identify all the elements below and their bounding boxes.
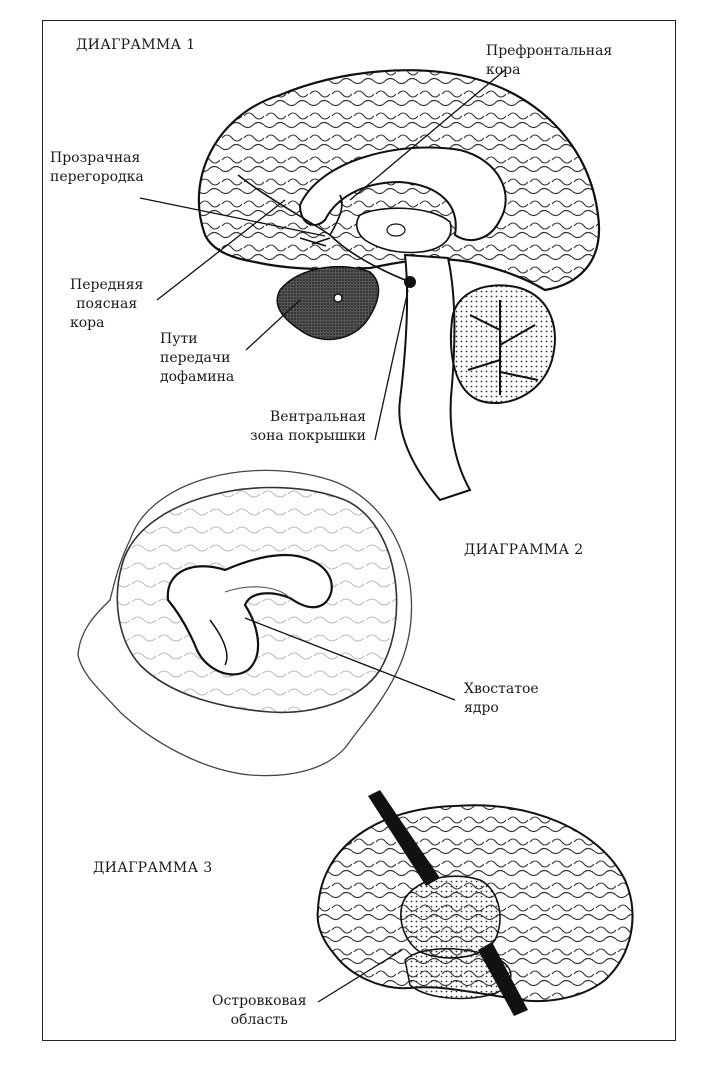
cerebellum-arbor bbox=[467, 300, 539, 395]
label-dopamine-pathways: Пути передачи дофамина bbox=[160, 331, 235, 385]
ear-outline bbox=[224, 586, 291, 599]
temporal-lobe-dark bbox=[276, 265, 380, 341]
figure-frame bbox=[42, 20, 676, 1041]
dopamine-pathway-lines bbox=[237, 174, 411, 283]
retractor-lower bbox=[478, 942, 528, 1016]
insula-region bbox=[400, 875, 501, 959]
diagram-3-title: ДИАГРАММА 3 bbox=[93, 860, 213, 876]
caudate-inner-curve bbox=[209, 619, 228, 666]
label-ventral-tegmental-area: Вентральная зона покрышки bbox=[250, 409, 366, 444]
retractor-upper bbox=[368, 790, 440, 886]
insula-leader bbox=[317, 949, 403, 1003]
d1-leader-lines bbox=[139, 69, 506, 441]
vta-nucleus bbox=[404, 276, 416, 288]
label-anterior-cingulate: Передняя поясная кора bbox=[70, 277, 144, 331]
brain-outline-2 bbox=[116, 486, 398, 714]
label-prefrontal-cortex: Префронтальная кора bbox=[486, 43, 613, 78]
corpus-callosum bbox=[298, 146, 507, 241]
lateral-brain-diagram bbox=[316, 790, 634, 1016]
label-caudate-nucleus: Хвостатое ядро bbox=[464, 681, 539, 716]
small-nucleus bbox=[333, 293, 343, 303]
label-septum: Прозрачная перегородка bbox=[50, 150, 144, 185]
label-insula: Островковая область bbox=[212, 993, 307, 1028]
brain-sagittal-diagram bbox=[139, 69, 601, 502]
head-caudate-diagram bbox=[77, 469, 456, 777]
caudate-leader bbox=[244, 617, 456, 701]
diagram-1-title: ДИАГРАММА 1 bbox=[76, 37, 196, 53]
diagram-2-title: ДИАГРАММА 2 bbox=[464, 542, 584, 558]
caudate-nucleus bbox=[166, 553, 333, 676]
interthalamic-adhesion bbox=[386, 223, 406, 237]
